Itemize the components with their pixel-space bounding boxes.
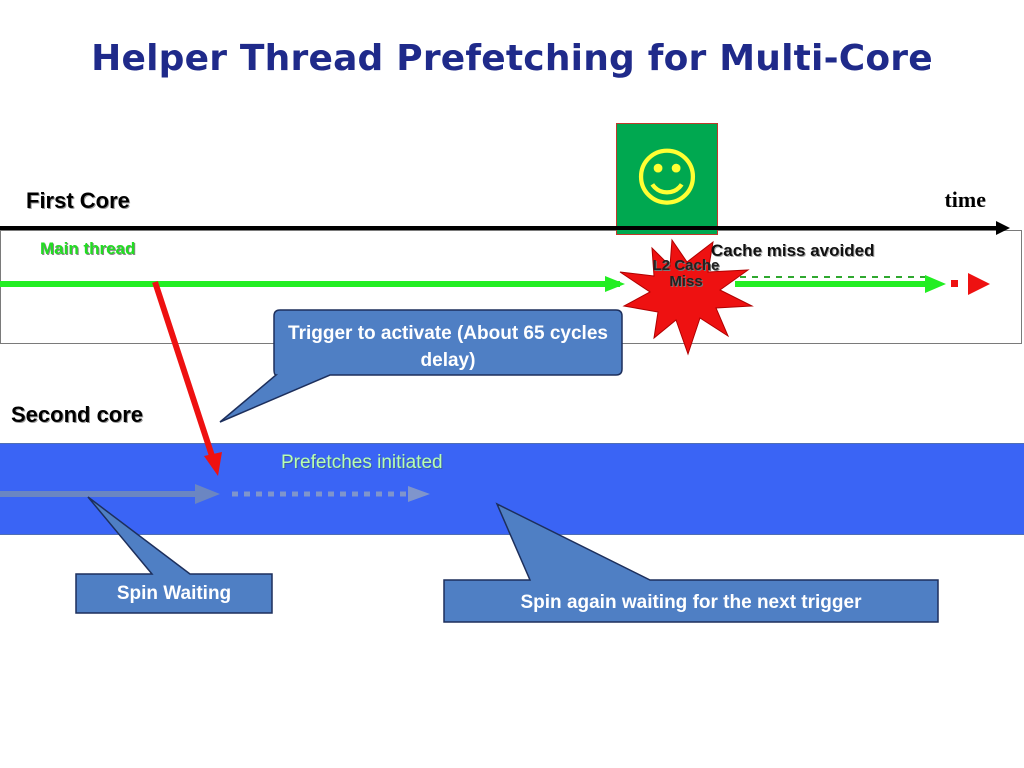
red-dashed-continuation-arrow <box>951 273 990 295</box>
spin-again-callout-shape <box>443 502 939 623</box>
l2-cache-miss-label: L2 Cache Miss <box>652 257 720 290</box>
spin-again-callout-text: Spin again waiting for the next trigger <box>520 592 862 613</box>
trigger-arrow <box>152 281 222 476</box>
slide-title: Helper Thread Prefetching for Multi-Core <box>91 38 933 79</box>
first-core-label: First Core <box>26 188 130 213</box>
spin-waiting-arrow <box>0 484 220 504</box>
cache-miss-avoided-label: Cache miss avoided <box>711 241 875 260</box>
main-thread-arrow <box>0 276 625 292</box>
second-core-label: Second core <box>11 402 144 427</box>
prefetch-dashed-arrow <box>232 486 430 502</box>
main-thread-label: Main thread <box>40 239 136 258</box>
main-thread-continue-arrow <box>735 275 946 293</box>
spin-waiting-callout-shape <box>75 496 273 614</box>
smiley-face-icon: ☺ <box>633 142 701 216</box>
trigger-callout-text: Trigger to activate (About 65 cycles del… <box>288 323 608 371</box>
spin-waiting-callout-text: Spin Waiting <box>116 583 232 604</box>
prefetches-initiated-label: Prefetches initiated <box>281 452 443 473</box>
time-axis-label: time <box>944 187 986 212</box>
l2-cache-miss-starburst <box>619 238 754 356</box>
time-axis-arrow <box>0 221 1010 235</box>
smiley-box: ☺ <box>616 123 718 235</box>
trigger-callout-shape <box>219 309 623 423</box>
